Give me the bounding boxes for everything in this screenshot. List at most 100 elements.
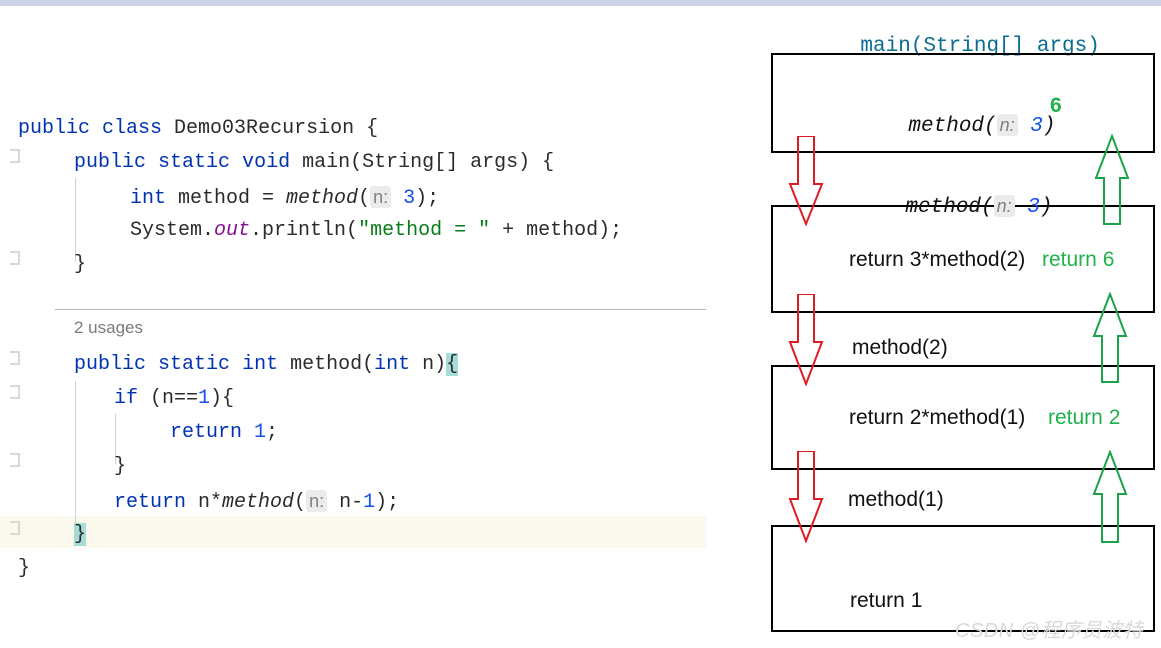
fold-marker[interactable] (10, 453, 20, 467)
code-token: (n== (138, 387, 199, 410)
code-token (290, 151, 302, 174)
code-token: n* (186, 491, 223, 514)
code-token: int (242, 353, 279, 376)
param-hint-n: n: (370, 186, 392, 208)
line-main-close-text: } (74, 248, 86, 282)
code-token: "method = " (358, 219, 491, 242)
line-return-1[interactable]: return 1; (0, 416, 740, 450)
line-if-close-text: } (114, 450, 126, 484)
fold-marker[interactable] (10, 149, 20, 163)
code-token (230, 353, 242, 376)
param-hint-n: n: (993, 195, 1015, 217)
line-return-recurse-text: return n*method(n: n-1); (114, 484, 399, 520)
line-if-close[interactable]: } (0, 450, 740, 484)
usages-inlay-hint[interactable]: 2 usages (74, 318, 143, 337)
code-token: method (286, 187, 359, 210)
code-token: } (18, 557, 31, 580)
frame-2-result: return 2 (1048, 406, 1121, 429)
line-int-method-text: int method = method(n: 3); (130, 180, 439, 216)
stack-frame-box-0 (771, 53, 1155, 153)
param-hint-n: n: (996, 114, 1018, 136)
code-token: public (74, 151, 147, 174)
code-token (278, 353, 290, 376)
inlay-separator (55, 309, 706, 310)
fold-marker[interactable] (10, 385, 20, 399)
call-label-1: method(2) (852, 336, 948, 359)
code-token (146, 353, 158, 376)
code-token: public (74, 353, 147, 376)
fold-marker[interactable] (10, 251, 20, 265)
code-token: 1 (254, 421, 267, 444)
code-token: void (242, 151, 291, 174)
code-token: Demo03Recursion { (162, 117, 379, 140)
code-token: n) (410, 353, 447, 376)
call-label-0: method(n: 3) (855, 173, 1052, 242)
code-token: int (130, 187, 167, 210)
watermark: CSDN @程序员波特 (955, 620, 1144, 642)
code-token: System. (130, 219, 215, 242)
diagram-header-text: main(String[] args) (860, 35, 1100, 58)
line-class-decl-text: public class Demo03Recursion { (18, 112, 378, 146)
line-int-method[interactable]: int method = method(n: 3); (0, 180, 740, 214)
up-arrow-2 (1092, 450, 1128, 543)
line-method-sig[interactable]: public static int method(int n){ (0, 348, 740, 382)
code-token: } (74, 253, 87, 276)
frame-3-body: return 1 (850, 589, 923, 612)
line-if[interactable]: if (n==1){ (0, 382, 740, 416)
diagram-header: main(String[] args) (810, 12, 1100, 81)
code-token: static (158, 151, 231, 174)
code-token: static (158, 353, 231, 376)
line-println-text: System.out.println("method = " + method)… (130, 214, 622, 248)
code-token: out (214, 219, 251, 242)
code-token: ){ (210, 387, 235, 410)
line-main-sig[interactable]: public static void main(String[] args) { (0, 146, 740, 180)
line-main-sig-text: public static void main(String[] args) { (74, 146, 554, 180)
fold-marker[interactable] (10, 521, 20, 535)
line-method-sig-text: public static int method(int n){ (74, 348, 459, 382)
window-title-bar (0, 0, 1161, 6)
line-println[interactable]: System.out.println("method = " + method)… (0, 214, 740, 248)
line-return-1-text: return 1; (170, 416, 278, 450)
indent-guide (75, 381, 76, 531)
code-token: .println( (250, 219, 359, 242)
code-token: class (102, 117, 163, 140)
code-token: 3 (403, 187, 416, 210)
line-method-close[interactable]: } (0, 518, 740, 552)
code-token: int (374, 353, 411, 376)
stack-frame-box-2 (771, 365, 1155, 470)
frame-0-method-text: method( (908, 115, 997, 138)
code-token: ); (375, 491, 400, 514)
line-main-close[interactable]: } (0, 248, 740, 282)
frame-0-body: method(n: 3) (858, 92, 1055, 161)
code-token: public (18, 117, 91, 140)
code-token: 1 (363, 491, 376, 514)
line-class-close[interactable]: } (0, 552, 740, 586)
call-label-0-paren: ) (1039, 196, 1053, 219)
code-token: ( (294, 491, 307, 514)
param-hint-n: n: (306, 490, 328, 512)
frame-0-paren: ) (1042, 115, 1056, 138)
stack-frame-box-3 (771, 525, 1155, 632)
recursion-diagram-pane: main(String[] args) method(n: 3) 6 metho… (740, 6, 1161, 648)
code-token: ); (415, 187, 440, 210)
stack-frame-box-1 (771, 205, 1155, 313)
method-name-token: method (290, 353, 363, 376)
code-token: return (170, 421, 243, 444)
bracket-match-highlight: { (446, 353, 459, 376)
frame-1-body: return 3*method(2) (849, 248, 1026, 271)
frame-1-result: return 6 (1042, 248, 1115, 271)
code-token (146, 151, 158, 174)
line-return-recurse[interactable]: return n*method(n: n-1); (0, 484, 740, 518)
code-token: method (222, 491, 295, 514)
fold-marker[interactable] (10, 351, 20, 365)
code-token (391, 187, 403, 210)
line-if-text: if (n==1){ (114, 382, 234, 416)
method-name-token: main (302, 151, 351, 174)
code-editor-pane[interactable]: 2 usages public class Demo03Recursion {p… (0, 6, 740, 648)
call-label-0-arg: 3 (1014, 196, 1040, 219)
frame-0-result: 6 (1050, 94, 1062, 117)
down-arrow-1 (788, 294, 824, 386)
frame-0-arg: 3 (1017, 115, 1043, 138)
line-class-decl[interactable]: public class Demo03Recursion { (0, 112, 740, 146)
code-token: ; (266, 421, 279, 444)
